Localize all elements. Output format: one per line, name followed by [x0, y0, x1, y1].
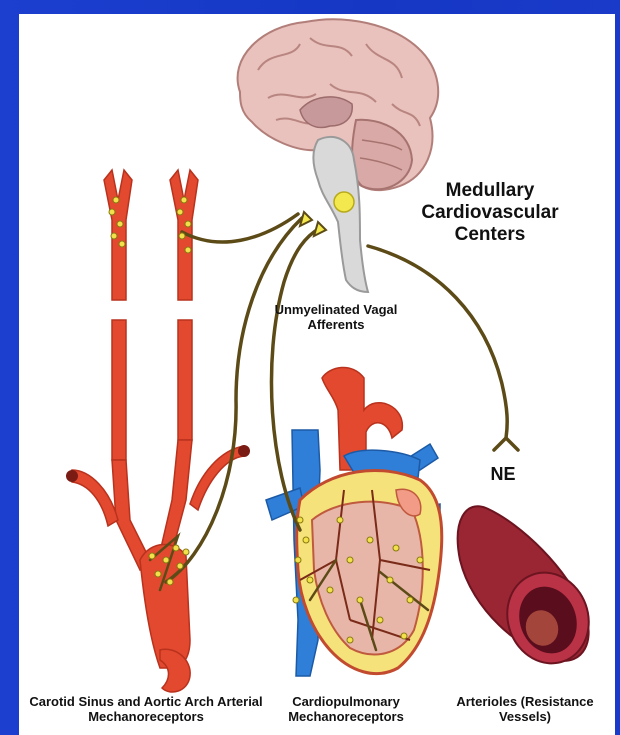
- carotid-label: Carotid Sinus and Aortic Arch Arterial M…: [26, 695, 266, 725]
- efferent-nerve-terminal: [494, 438, 518, 450]
- vessel-cut-end-left: [66, 470, 78, 482]
- medullary-centers-label: Medullary Cardiovascular Centers: [410, 180, 570, 246]
- brain-illustration: [238, 19, 439, 292]
- arrowhead-upper: [300, 212, 312, 226]
- ne-label: NE: [478, 464, 528, 485]
- arteriole-illustration: [458, 506, 602, 675]
- carotid-afferent-nerve: [182, 214, 298, 242]
- heart-illustration: [266, 367, 442, 676]
- vessel-cut-end-right: [238, 445, 250, 457]
- vagal-afferents-label: Unmyelinated Vagal Afferents: [266, 303, 406, 333]
- cardiopulmonary-label: Cardiopulmonary Mechanoreceptors: [266, 695, 426, 725]
- arterioles-label: Arterioles (Resistance Vessels): [430, 695, 620, 725]
- arrowhead-lower: [314, 222, 326, 236]
- medullary-center-dot: [334, 192, 354, 212]
- carotid-arteries-illustration: [72, 170, 244, 692]
